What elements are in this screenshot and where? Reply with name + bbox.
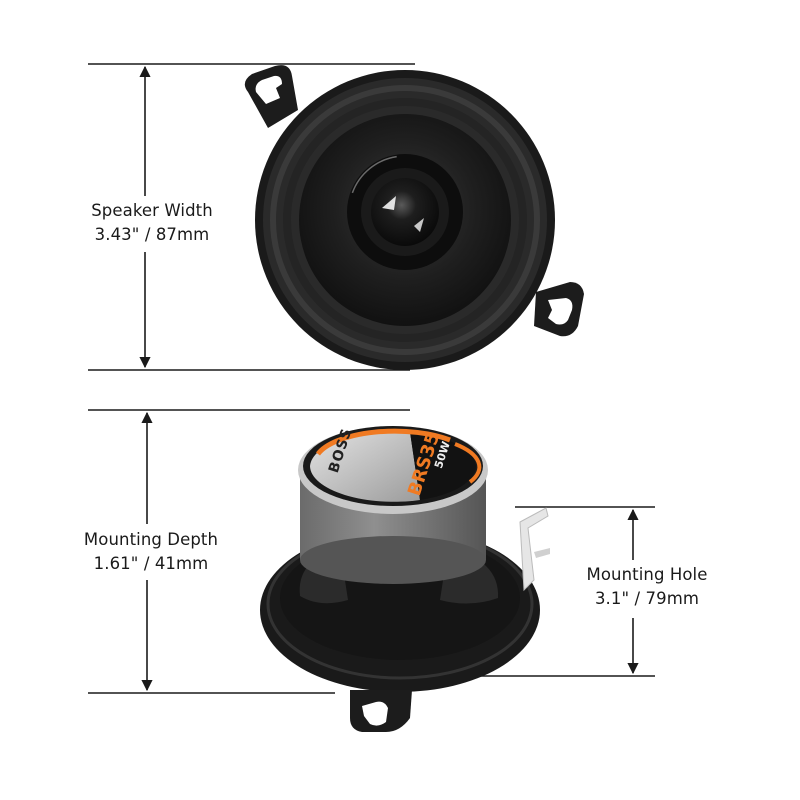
tweeter-dome: [371, 178, 439, 246]
mounting-tab-top-left: [244, 65, 298, 128]
speaker-width-value: 3.43" / 87mm: [94, 225, 210, 244]
mounting-tab-bottom: [350, 690, 412, 732]
mounting-hole-label: Mounting Hole 3.1" / 79mm: [566, 563, 728, 611]
speaker-front-view: [244, 65, 584, 370]
speaker-width-dimension: [88, 63, 415, 371]
speaker-side-view: [260, 426, 550, 732]
speaker-width-title: Speaker Width: [91, 201, 213, 220]
mounting-depth-title: Mounting Depth: [83, 530, 219, 549]
mounting-depth-dimension: [88, 409, 410, 694]
mounting-depth-label: Mounting Depth 1.61" / 41mm: [66, 528, 236, 576]
mounting-hole-title: Mounting Hole: [586, 565, 708, 584]
product-label: [310, 428, 482, 502]
mounting-tab-bottom-right: [534, 282, 584, 337]
speaker-terminal: [519, 507, 550, 592]
speaker-width-label: Speaker Width 3.43" / 87mm: [62, 199, 242, 247]
mounting-hole-dimension: [455, 506, 655, 677]
mounting-hole-value: 3.1" / 79mm: [594, 589, 700, 608]
mounting-depth-value: 1.61" / 41mm: [93, 554, 209, 573]
